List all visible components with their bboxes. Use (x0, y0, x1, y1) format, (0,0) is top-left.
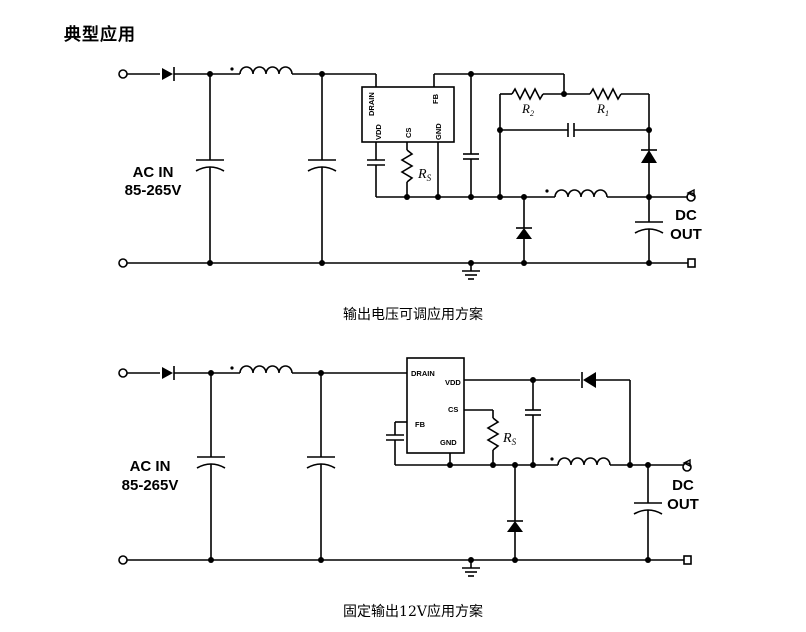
circuit-1: DRAIN FB VDD CS GND RS (118, 66, 702, 280)
c2-feedback-diode (581, 372, 596, 388)
c2-input-inductor (230, 365, 293, 374)
c2-input-terminal-top (118, 368, 128, 378)
c2-input-label-line2: 85-265V (122, 477, 179, 494)
circuit-2-caption: 固定输出12V应用方案 (343, 604, 483, 620)
c1-r2-resistor (511, 87, 544, 101)
c1-input-diode (162, 67, 175, 81)
c1-output-label-line1: DC (675, 207, 697, 224)
c1-feedback-diode (641, 149, 657, 163)
c1-input-terminal-top (118, 69, 128, 79)
c1-rs-label: RS (417, 167, 432, 183)
c1-input-inductor (230, 66, 293, 75)
c2-pin-vdd: VDD (445, 378, 461, 387)
page-heading: 典型应用 (64, 25, 136, 45)
c2-pin-gnd: GND (440, 438, 457, 447)
c1-pin-drain: DRAIN (367, 92, 376, 116)
c1-input-terminal-bottom (118, 258, 128, 268)
c1-rs-resistor (400, 149, 414, 183)
c2-input-terminal-bottom (118, 555, 128, 565)
c1-pin-fb: FB (431, 93, 440, 104)
c2-ground-symbol (461, 559, 481, 577)
c1-ground-symbol (461, 262, 481, 280)
c2-output-label-line2: OUT (667, 496, 699, 513)
c1-r2-label: R2 (521, 101, 534, 118)
c2-rs-label: RS (502, 431, 517, 447)
c2-pin-drain: DRAIN (411, 369, 435, 378)
c2-controller-ic (406, 357, 465, 454)
c2-pin-fb: FB (415, 420, 426, 429)
c2-rs-resistor (486, 417, 500, 451)
c1-output-label-line2: OUT (670, 226, 702, 243)
c1-r1-label: R1 (596, 101, 609, 118)
c2-input-diode (162, 366, 175, 380)
c2-input-label-line1: AC IN (130, 458, 171, 475)
c2-output-inductor (550, 457, 611, 466)
c2-output-terminal-bottom (683, 555, 692, 565)
c1-pin-gnd: GND (434, 123, 443, 140)
c2-pin-cs: CS (448, 405, 458, 414)
c1-output-inductor (545, 189, 608, 198)
c2-output-label-line1: DC (672, 477, 694, 494)
circuit-2: DRAIN VDD CS FB GND RS (118, 357, 699, 577)
c1-controller-ic (361, 86, 455, 143)
c1-pin-cs: CS (404, 128, 413, 138)
c2-freewheel-diode (507, 520, 523, 532)
c1-output-terminal-bottom (687, 258, 696, 268)
circuit-1-caption: 输出电压可调应用方案 (343, 307, 483, 323)
c1-input-label-line1: AC IN (133, 164, 174, 181)
c1-r1-resistor (589, 87, 622, 101)
c1-input-label-line2: 85-265V (125, 182, 182, 199)
c1-freewheel-diode (516, 227, 532, 239)
c1-pin-vdd: VDD (374, 124, 383, 140)
